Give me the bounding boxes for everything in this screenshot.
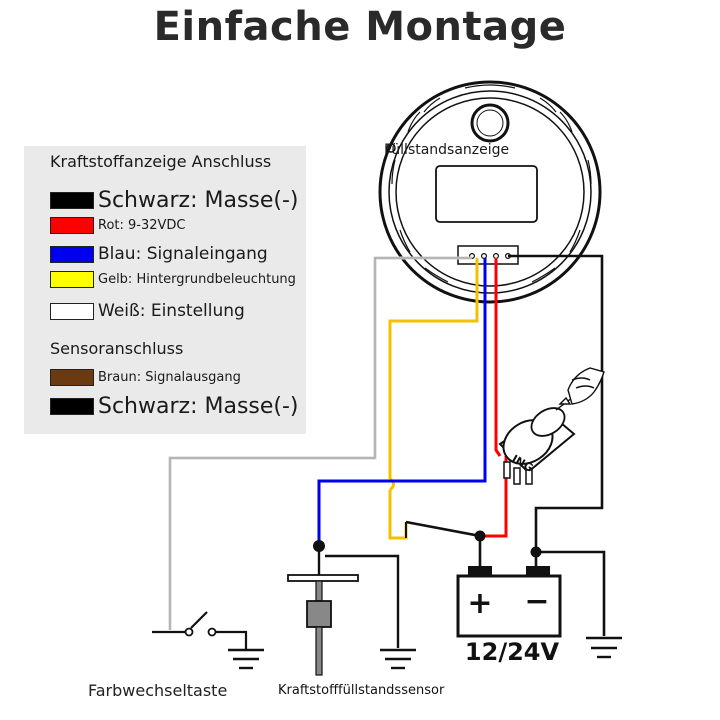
legend-row-blue: Blau: Signaleingang [50,244,268,264]
sensor-label: Kraftstofffüllstandssensor [278,683,445,698]
gauge-indicator-icon [386,143,396,153]
fuel-level-sensor [287,540,359,676]
page-title: Einfache Montage [153,4,567,50]
legend-row-white: Weiß: Einstellung [50,301,245,321]
legend-row-red: Rot: 9-32VDC [50,217,186,234]
legend-label: Weiß: Einstellung [98,301,245,321]
battery-ground-wire [534,550,606,636]
gauge-display [435,165,538,223]
battery: + − [456,566,562,638]
white-swatch [50,302,94,320]
ground-icon [586,636,622,659]
legend-label: Schwarz: Masse(-) [98,188,299,213]
battery-plus-icon: + [467,586,492,621]
black-swatch [50,398,94,415]
blue-wire [317,258,487,544]
ground-icon [228,648,264,670]
legend-row-black-sensor: Schwarz: Masse(-) [50,394,299,419]
black-wire [508,254,604,552]
ignition-switch: ING [498,407,576,485]
black-swatch [50,192,94,209]
red-swatch [50,217,94,234]
legend-label: Blau: Signaleingang [98,244,268,264]
gauge-label: Füllstandsanzeige [384,142,510,158]
legend-row-black: Schwarz: Masse(-) [50,188,299,213]
legend-label: Schwarz: Masse(-) [98,394,299,419]
legend-row-yellow: Gelb: Hintergrundbeleuchtung [50,271,296,288]
yellow-swatch [50,271,94,288]
battery-voltage-label: 12/24V [464,638,560,666]
brown-swatch [50,369,94,386]
legend-label: Braun: Signalausgang [98,370,241,385]
color-change-button [152,611,248,650]
gauge-connection-heading: Kraftstoffanzeige Anschluss [50,152,272,171]
ground-icon [380,648,416,670]
switch-label: Farbwechseltaste [88,681,228,700]
battery-positive-wire [405,520,482,566]
sensor-ground-wire [325,554,400,648]
legend-label: Rot: 9-32VDC [98,218,186,233]
legend-label: Gelb: Hintergrundbeleuchtung [98,272,296,287]
hand-key-icon [555,367,605,411]
wire-color-legend: Kraftstoffanzeige Anschluss Schwarz: Mas… [24,146,306,434]
red-wire [494,258,502,457]
sensor-connection-heading: Sensoranschluss [50,339,184,358]
yellow-wire [388,258,479,479]
battery-minus-icon: − [524,584,549,619]
fuel-gauge [378,80,602,304]
legend-row-brown: Braun: Signalausgang [50,369,241,386]
blue-swatch [50,245,94,263]
